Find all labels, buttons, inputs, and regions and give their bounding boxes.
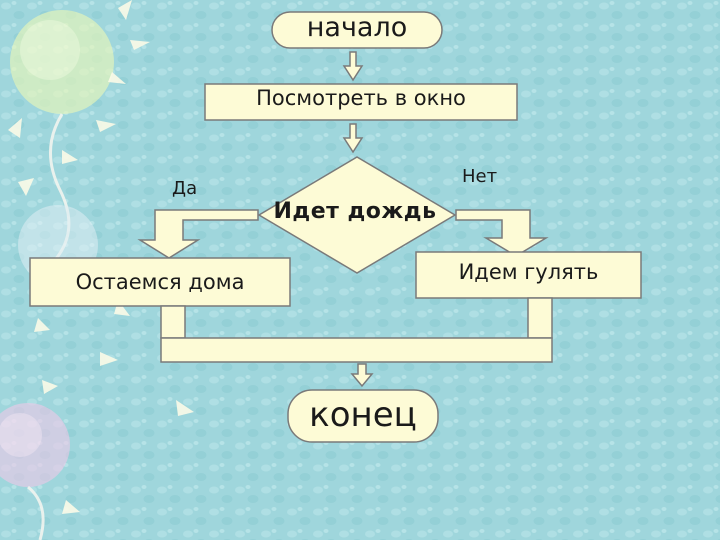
action-label: Посмотреть в окно: [256, 86, 466, 110]
arrow-yes-branch: [137, 209, 259, 259]
no-action-label: Идем гулять: [458, 260, 599, 284]
arrow-no-branch: [455, 209, 549, 257]
ray-decoration: [8, 0, 194, 514]
end-terminator: [287, 389, 439, 443]
decision-label: Идет дождь: [273, 199, 437, 224]
branch-no-label: Нет: [462, 166, 498, 187]
connector-left-down: [160, 305, 186, 339]
end-label: конец: [309, 395, 417, 435]
start-label: начало: [306, 12, 408, 43]
arrow-start-to-action: [342, 51, 364, 82]
arrow-action-to-decision: [342, 123, 364, 154]
yes-action-label: Остаемся дома: [75, 270, 245, 294]
yes-action-box: [29, 257, 291, 307]
start-terminator: [271, 11, 443, 49]
balloon-decoration: [0, 10, 114, 540]
branch-yes-label: Да: [172, 178, 198, 199]
action-box-look-out: [204, 83, 518, 121]
arrow-merge-to-end: [350, 363, 374, 388]
merge-bar: [160, 337, 553, 363]
connector-right-down: [527, 297, 553, 339]
decision-diamond: [257, 156, 457, 274]
